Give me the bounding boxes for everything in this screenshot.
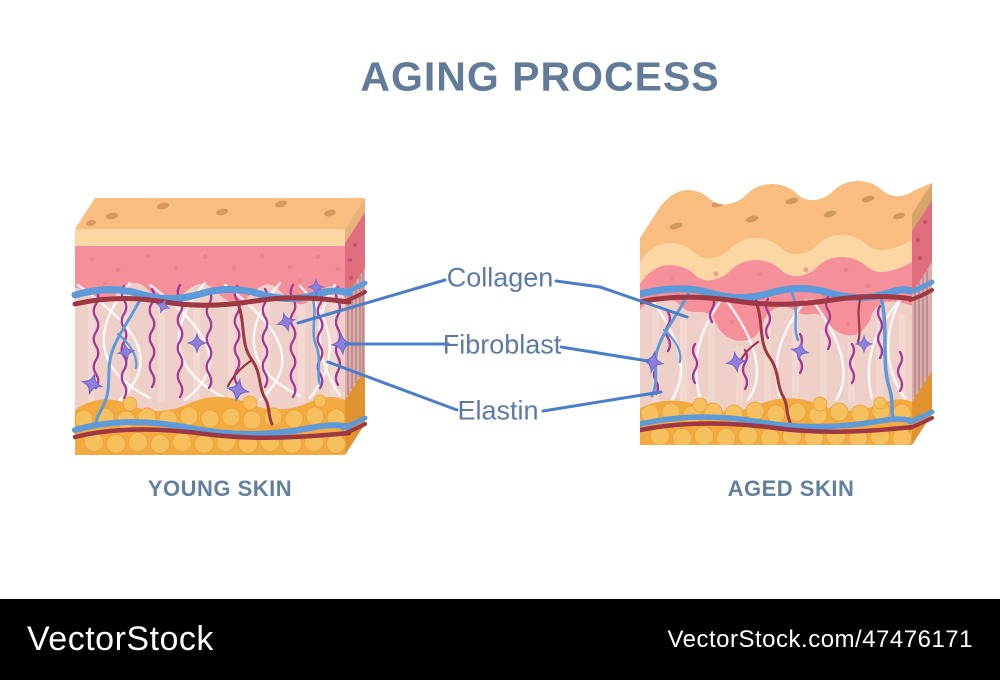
aged-skin-side-face: [907, 183, 935, 445]
leader-lines: [296, 278, 689, 413]
aged-vein: [640, 285, 916, 301]
aged-age-spots: [669, 195, 905, 230]
collagen-line-left: [296, 278, 447, 325]
elastin-label: Elastin: [457, 395, 539, 426]
collagen-line-right: [554, 279, 689, 319]
young-side-dots: [348, 243, 357, 280]
aged-skin-block: [640, 181, 935, 445]
fibroblast-line-right: [559, 345, 650, 363]
watermark-brand: VectorStock: [27, 620, 214, 658]
aged-skin-layers: [640, 181, 932, 445]
aged-side-dots: [916, 220, 927, 260]
fibroblast-label: Fibroblast: [442, 329, 562, 360]
elastin-line-right: [541, 390, 663, 413]
young-collagen-fibers: [92, 283, 342, 400]
aged-artery: [640, 294, 915, 307]
young-skin-side-face: [345, 198, 365, 455]
young-skin-pores: [86, 200, 336, 226]
watermark-attribution: VectorStock.com/47476171: [667, 625, 973, 653]
young-blood-vessels: [71, 280, 368, 440]
page-title: AGING PROCESS: [360, 53, 720, 100]
elastin-line-left: [326, 360, 459, 412]
young-stratum-corneum: [75, 229, 345, 247]
young-skin-block: [71, 198, 368, 455]
aged-skin-caption: AGED SKIN: [727, 476, 855, 501]
young-skin-surface: [75, 198, 365, 229]
aged-side-vessels: [907, 279, 935, 430]
young-skin-caption: YOUNG SKIN: [147, 476, 293, 501]
young-epidermis-dots: [89, 253, 341, 286]
young-artery: [72, 295, 352, 308]
young-epidermis-layer: [75, 246, 345, 305]
young-vein: [71, 286, 353, 302]
collagen-label: Collagen: [446, 262, 554, 293]
aged-fat-cells: [640, 396, 912, 445]
watermark-bar: VectorStock VectorStock.com/47476171: [0, 599, 1000, 680]
skin-diagram-artwork: [71, 181, 935, 455]
